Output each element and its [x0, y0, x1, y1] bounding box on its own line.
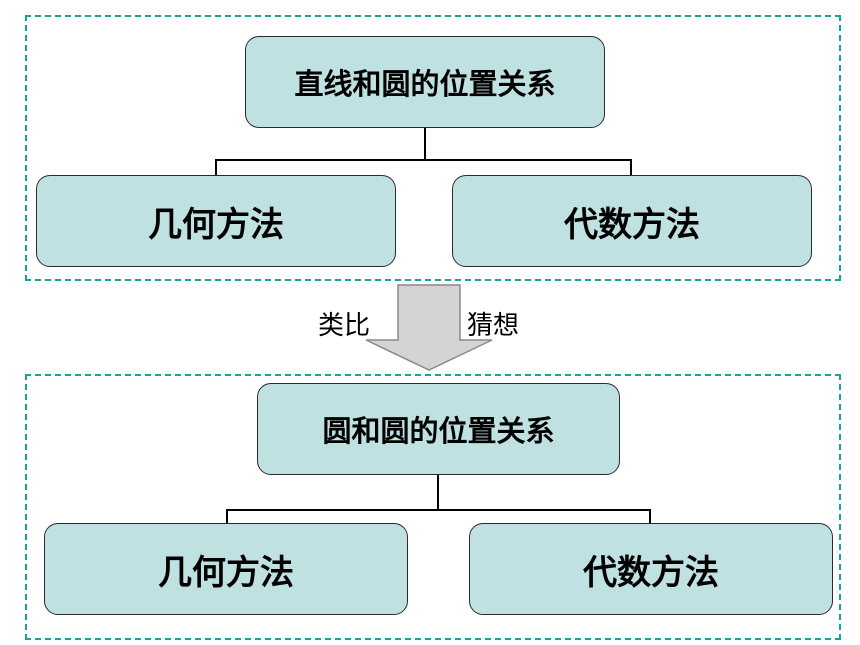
bottom-connector-horizontal	[226, 509, 651, 511]
bottom-right-label: 代数方法	[583, 552, 719, 593]
top-panel	[25, 15, 841, 281]
top-root-label: 直线和圆的位置关系	[294, 67, 556, 101]
top-connector-horizontal	[215, 159, 632, 161]
top-connector-right-drop	[630, 159, 632, 175]
analogy-label: 类比	[318, 311, 371, 341]
top-left-node: 几何方法	[36, 175, 396, 267]
top-right-node: 代数方法	[452, 175, 812, 267]
top-connector-vertical	[424, 128, 426, 160]
bottom-connector-right-drop	[649, 509, 651, 523]
bottom-panel	[25, 374, 841, 640]
bottom-root-node: 圆和圆的位置关系	[257, 383, 620, 475]
down-arrow-icon	[365, 284, 493, 371]
bottom-right-node: 代数方法	[469, 523, 833, 615]
top-right-label: 代数方法	[564, 204, 700, 245]
top-left-label: 几何方法	[148, 204, 284, 245]
conjecture-label: 猜想	[467, 311, 520, 341]
top-connector-left-drop	[215, 159, 217, 175]
bottom-left-label: 几何方法	[158, 552, 294, 593]
bottom-left-node: 几何方法	[44, 523, 408, 615]
top-root-node: 直线和圆的位置关系	[245, 36, 605, 128]
bottom-root-label: 圆和圆的位置关系	[322, 414, 555, 448]
bottom-connector-vertical	[437, 475, 439, 510]
bottom-connector-left-drop	[226, 509, 228, 523]
